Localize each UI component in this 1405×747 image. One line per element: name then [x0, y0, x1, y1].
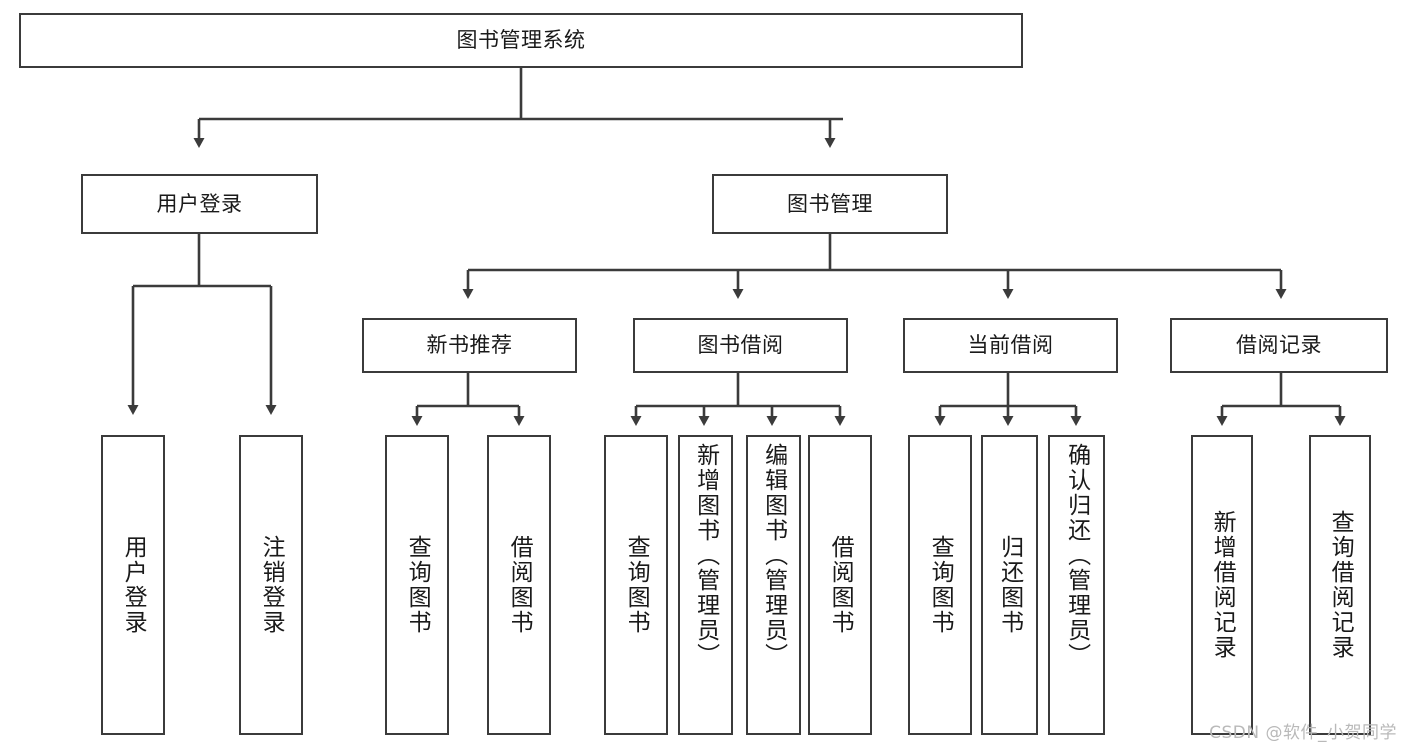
node-borrow-records-label: 借阅记录 [1236, 333, 1322, 358]
leaf-current-return-book-label: 归还图书 [996, 535, 1023, 635]
node-new-book-recommend-label: 新书推荐 [426, 333, 513, 358]
node-book-borrow[interactable]: 图书借阅 [633, 318, 848, 373]
leaf-logout[interactable]: 注销登录 [239, 435, 303, 735]
leaf-new-book-borrow[interactable]: 借阅图书 [487, 435, 551, 735]
leaf-logout-label: 注销登录 [258, 535, 285, 635]
leaf-borrow-query-book[interactable]: 查询图书 [604, 435, 668, 735]
node-root[interactable]: 图书管理系统 [19, 13, 1023, 68]
leaf-current-return-book[interactable]: 归还图书 [981, 435, 1038, 735]
node-book-borrow-label: 图书借阅 [697, 333, 784, 358]
leaf-borrow-add-book-label: 新增图书（管理员） [692, 443, 719, 668]
node-current-borrow[interactable]: 当前借阅 [903, 318, 1118, 373]
leaf-new-book-borrow-label: 借阅图书 [506, 535, 533, 635]
leaf-borrow-edit-book-label: 编辑图书（管理员） [760, 443, 787, 668]
leaf-borrow-borrow-book[interactable]: 借阅图书 [808, 435, 872, 735]
leaf-current-query-book[interactable]: 查询图书 [908, 435, 972, 735]
leaf-borrow-edit-book[interactable]: 编辑图书（管理员） [746, 435, 801, 735]
leaf-new-book-query[interactable]: 查询图书 [385, 435, 449, 735]
node-user-login-label: 用户登录 [156, 191, 243, 216]
leaf-records-add[interactable]: 新增借阅记录 [1191, 435, 1253, 735]
leaf-current-confirm-return[interactable]: 确认归还（管理员） [1048, 435, 1105, 735]
node-book-management[interactable]: 图书管理 [712, 174, 948, 234]
node-borrow-records[interactable]: 借阅记录 [1170, 318, 1388, 373]
node-user-login[interactable]: 用户登录 [81, 174, 318, 234]
leaf-user-login[interactable]: 用户登录 [101, 435, 165, 735]
leaf-records-add-label: 新增借阅记录 [1209, 510, 1236, 660]
leaf-records-query[interactable]: 查询借阅记录 [1309, 435, 1371, 735]
leaf-borrow-add-book[interactable]: 新增图书（管理员） [678, 435, 733, 735]
node-current-borrow-label: 当前借阅 [967, 333, 1054, 358]
leaf-records-query-label: 查询借阅记录 [1327, 510, 1354, 660]
node-book-management-label: 图书管理 [787, 191, 873, 216]
leaf-new-book-query-label: 查询图书 [404, 535, 431, 635]
leaf-borrow-borrow-book-label: 借阅图书 [827, 535, 854, 635]
leaf-current-confirm-return-label: 确认归还（管理员） [1063, 443, 1090, 668]
node-new-book-recommend[interactable]: 新书推荐 [362, 318, 577, 373]
leaf-user-login-label: 用户登录 [120, 535, 147, 635]
leaf-current-query-book-label: 查询图书 [927, 535, 954, 635]
node-root-label: 图书管理系统 [456, 28, 586, 53]
leaf-borrow-query-book-label: 查询图书 [623, 535, 650, 635]
